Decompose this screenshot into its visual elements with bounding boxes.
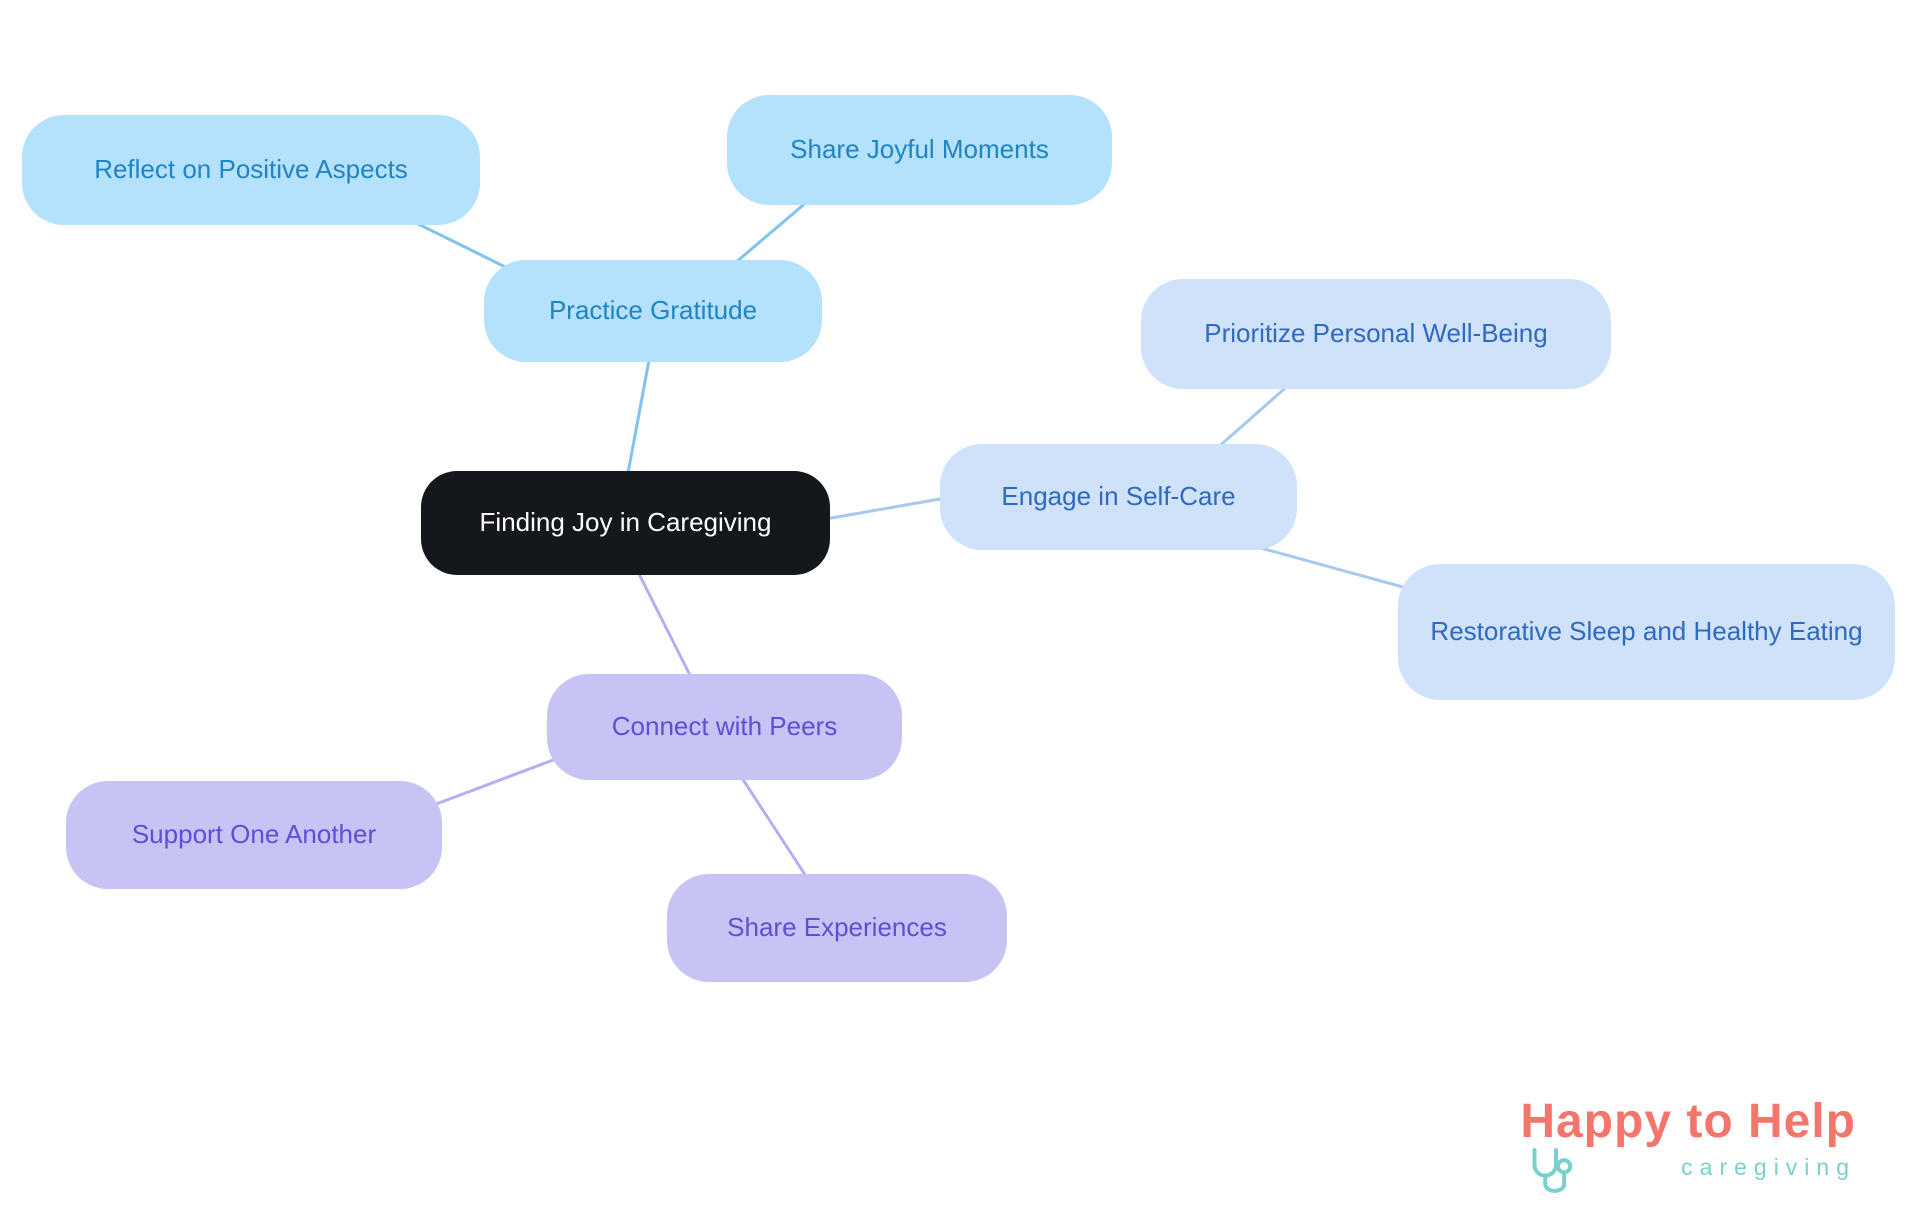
brand-name: Happy to Help [1520, 1095, 1856, 1148]
node-engage-in-self-care: Engage in Self-Care [940, 444, 1297, 550]
node-practice-gratitude: Practice Gratitude [484, 260, 822, 362]
node-prioritize-personal-well-being: Prioritize Personal Well-Being [1141, 279, 1611, 389]
node-restorative-sleep-and-healthy-eating: Restorative Sleep and Healthy Eating [1398, 564, 1895, 700]
node-share-experiences: Share Experiences [667, 874, 1007, 982]
node-support-one-another: Support One Another [66, 781, 442, 889]
edge-center-connect [634, 566, 702, 697]
node-reflect-on-positive-aspects: Reflect on Positive Aspects [22, 115, 480, 225]
node-connect-with-peers: Connect with Peers [547, 674, 902, 780]
stethoscope-icon [1532, 1148, 1573, 1193]
node-center-finding-joy-in-caregiving: Finding Joy in Caregiving [421, 471, 830, 575]
brand-logo: Happy to Help caregiving [1520, 1098, 1856, 1181]
brand-subtitle: caregiving [1681, 1154, 1856, 1180]
edge-connect-shareexp [740, 776, 817, 892]
node-share-joyful-moments: Share Joyful Moments [727, 95, 1112, 205]
